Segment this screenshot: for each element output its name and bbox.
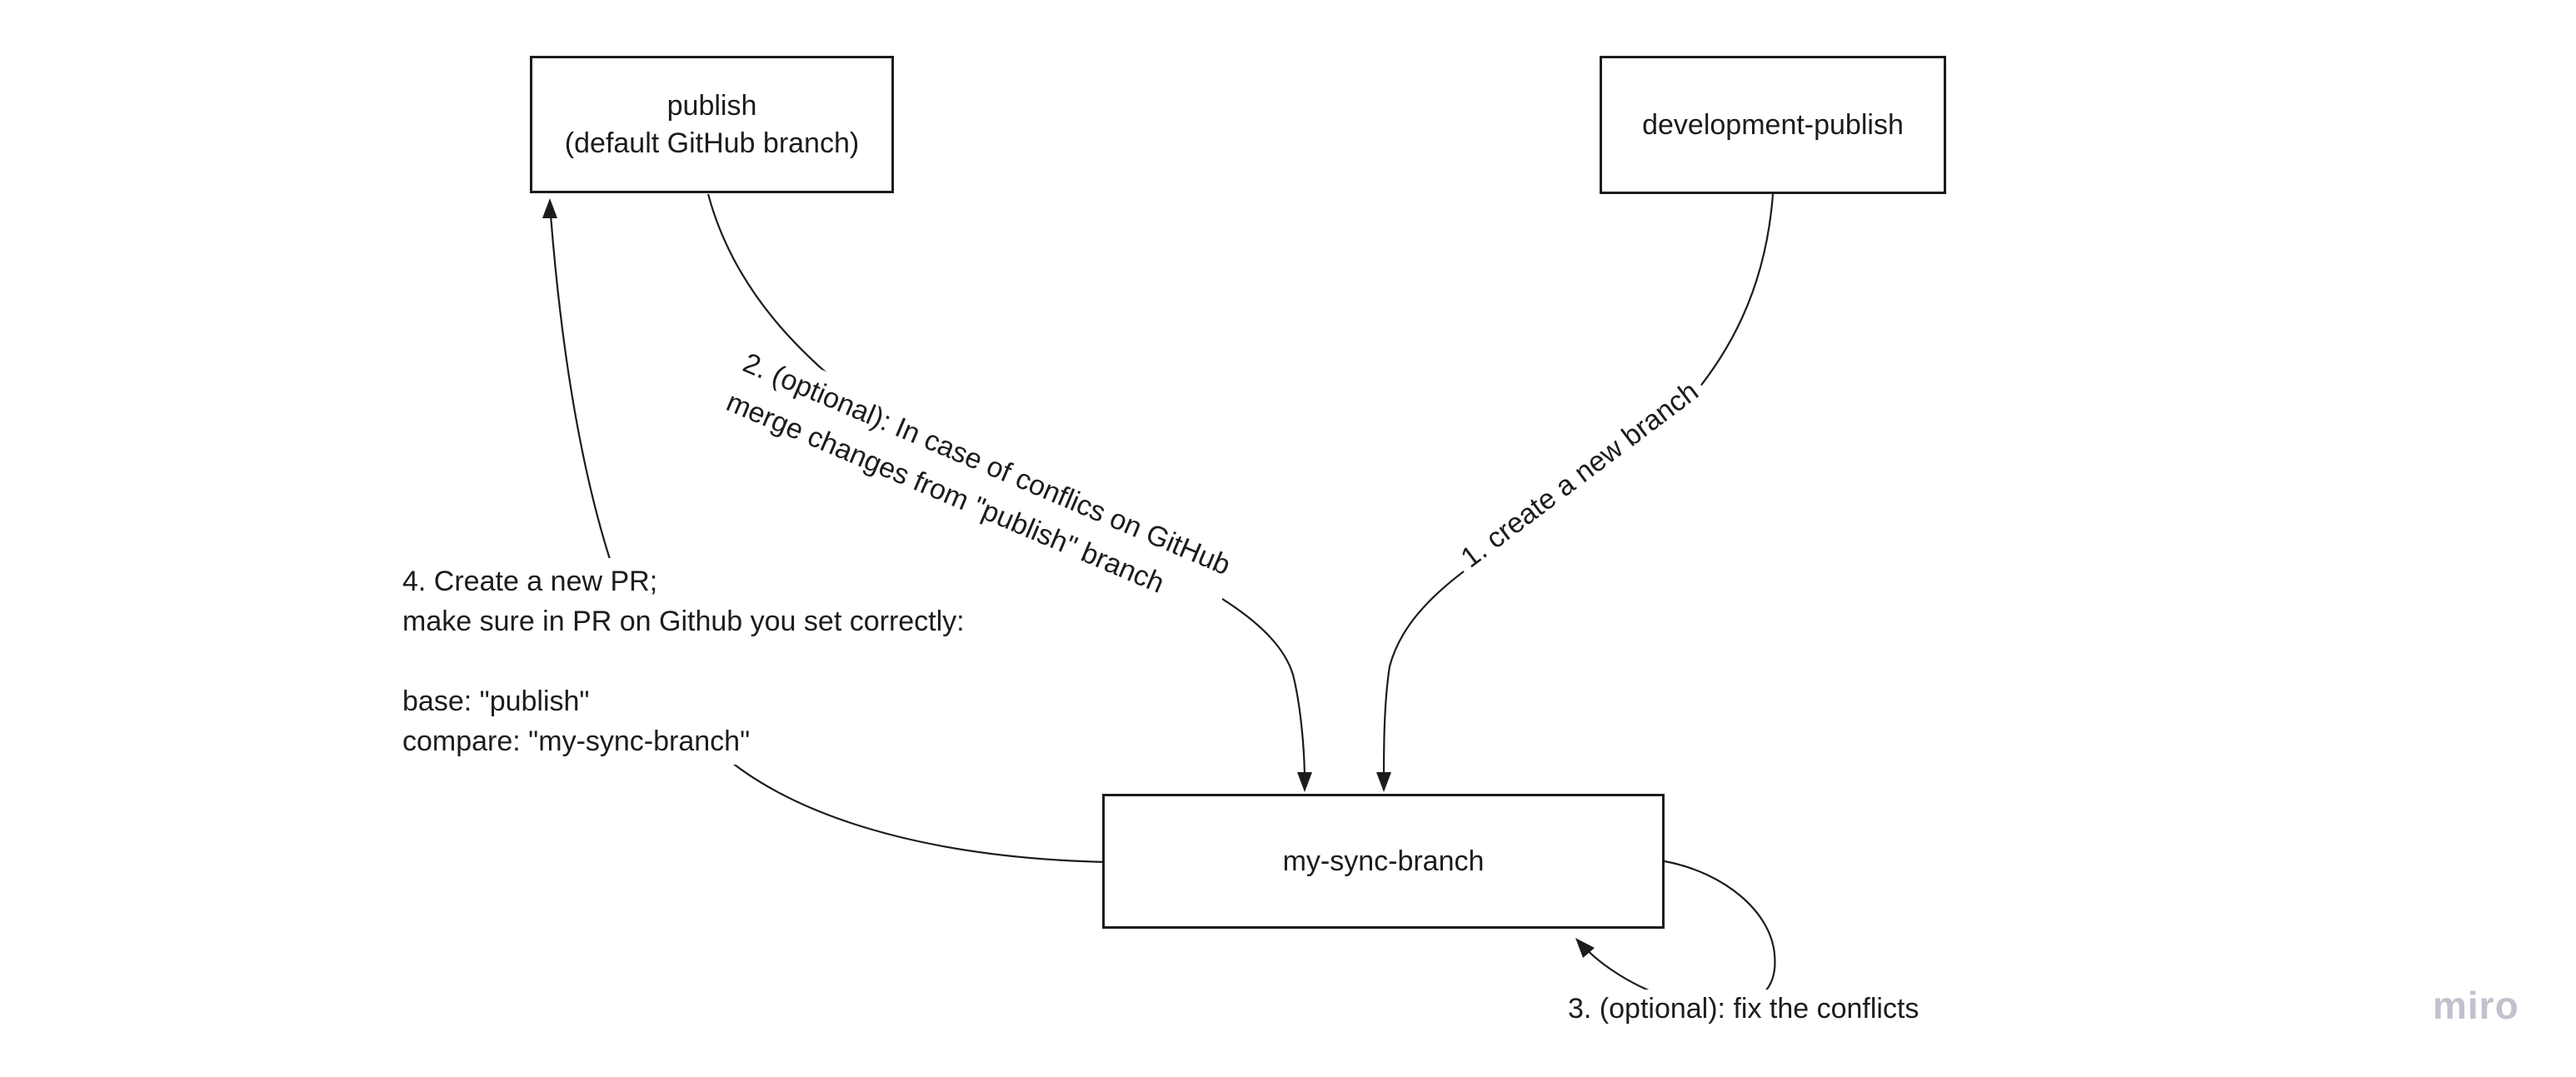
arrowhead-icon <box>1297 772 1312 792</box>
node-label: development-publish <box>1642 108 1904 141</box>
arrowhead-icon <box>542 198 557 218</box>
node-label: publish (default GitHub branch) <box>564 90 860 159</box>
connector-step3-label[interactable]: 3. (optional): fix the conflicts <box>1561 990 1926 1029</box>
node-label: my-sync-branch <box>1282 845 1485 877</box>
connector-step4-label[interactable]: 4. Create a new PR; make sure in PR on G… <box>396 558 971 765</box>
arrowhead-icon <box>1376 772 1391 792</box>
miro-watermark-logo: miro <box>2433 984 2519 1027</box>
node-my-sync-branch[interactable]: my-sync-branch <box>1102 794 1665 929</box>
node-development-publish[interactable]: development-publish <box>1600 56 1946 194</box>
arrowhead-icon <box>1575 938 1595 958</box>
node-publish[interactable]: publish (default GitHub branch) <box>530 56 894 193</box>
